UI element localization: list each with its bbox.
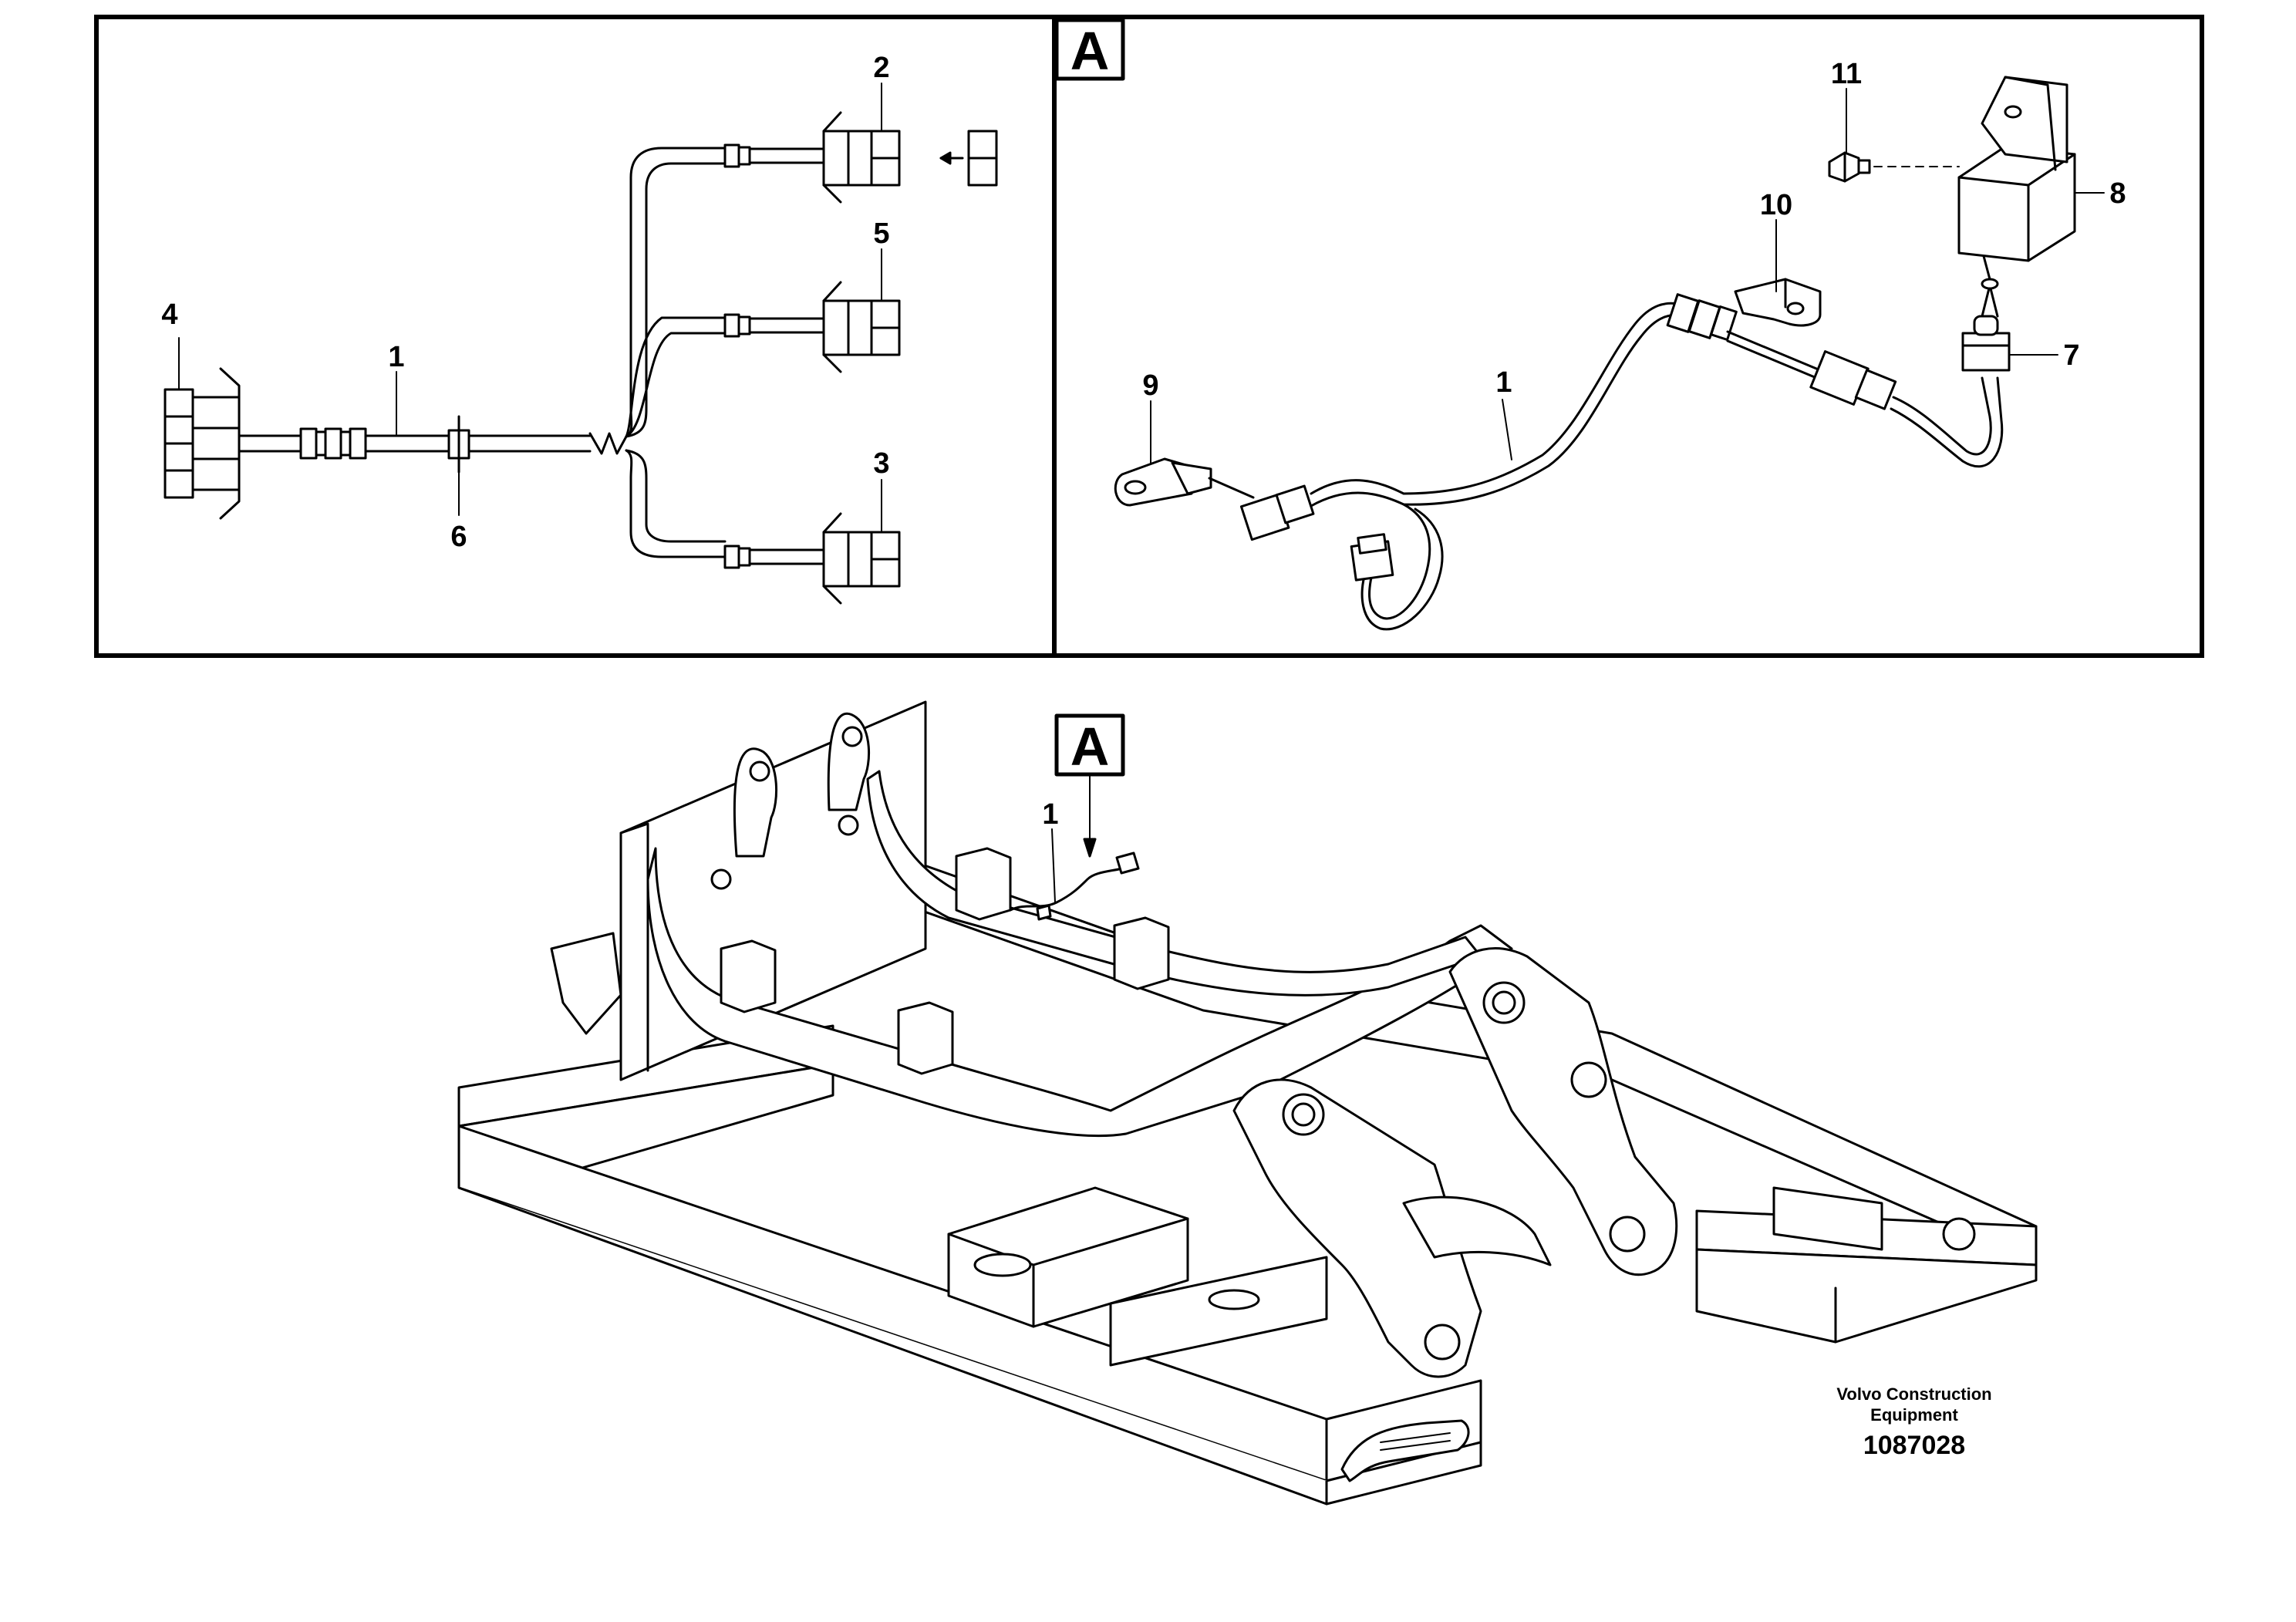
detail-label: A — [1070, 21, 1110, 81]
callout-1-detail: 1 — [1495, 366, 1512, 399]
callout-1: 1 — [388, 341, 404, 373]
branch-2 — [723, 111, 998, 204]
callout-11: 11 — [1831, 58, 1862, 90]
overview-harness — [1009, 866, 1128, 912]
undercarriage-frame: A 1 — [457, 700, 2038, 1506]
schematic-frame — [94, 15, 1057, 658]
mounting-ears — [710, 712, 871, 890]
callout-8: 8 — [2109, 177, 2126, 210]
branch-3 — [723, 512, 901, 605]
inline-plug — [1809, 350, 1897, 410]
callout-5: 5 — [873, 218, 889, 250]
callout-6: 6 — [450, 521, 467, 553]
step-plate — [1340, 1419, 1470, 1482]
detail-frame — [1052, 15, 2204, 658]
connector-5 — [870, 299, 901, 356]
connector-4 — [164, 367, 241, 520]
relay-box-8 — [1957, 76, 2076, 262]
callout-3: 3 — [873, 447, 889, 480]
detail-harness — [1310, 302, 1683, 495]
harness-plug — [1239, 484, 1315, 541]
harness-trunk — [238, 147, 727, 558]
bolt-11 — [1828, 151, 1960, 183]
cable-tie-6 — [447, 415, 470, 474]
overview-label: A — [1070, 717, 1110, 777]
connector-pair — [1666, 293, 1738, 341]
harness-schematic-panel: 4 1 6 2 5 3 — [94, 15, 1057, 658]
drawing-footer: Volvo Construction Equipment 1087028 — [1836, 1384, 1991, 1460]
connector-2 — [870, 130, 901, 187]
callout-2: 2 — [873, 52, 889, 84]
switch-7 — [1961, 278, 2011, 372]
branch-5 — [723, 281, 901, 373]
mating-connector — [939, 130, 998, 187]
callout-9: 9 — [1142, 369, 1158, 402]
detail-a-panel: A — [1052, 15, 2204, 658]
company-line-2: Equipment — [1870, 1405, 1958, 1425]
bracket-10 — [1734, 278, 1822, 327]
lower-socket — [1350, 533, 1394, 582]
drawing-number: 1087028 — [1863, 1431, 1965, 1460]
callout-7: 7 — [2063, 339, 2079, 372]
callout-10: 10 — [1760, 189, 1792, 221]
company-line-1: Volvo Construction — [1836, 1384, 1991, 1404]
connector-3 — [870, 531, 901, 588]
ground-terminal-9 — [1114, 457, 1212, 507]
callout-1-overview: 1 — [1042, 798, 1058, 831]
callout-4: 4 — [161, 298, 177, 331]
detail-label-box — [1054, 18, 1125, 81]
